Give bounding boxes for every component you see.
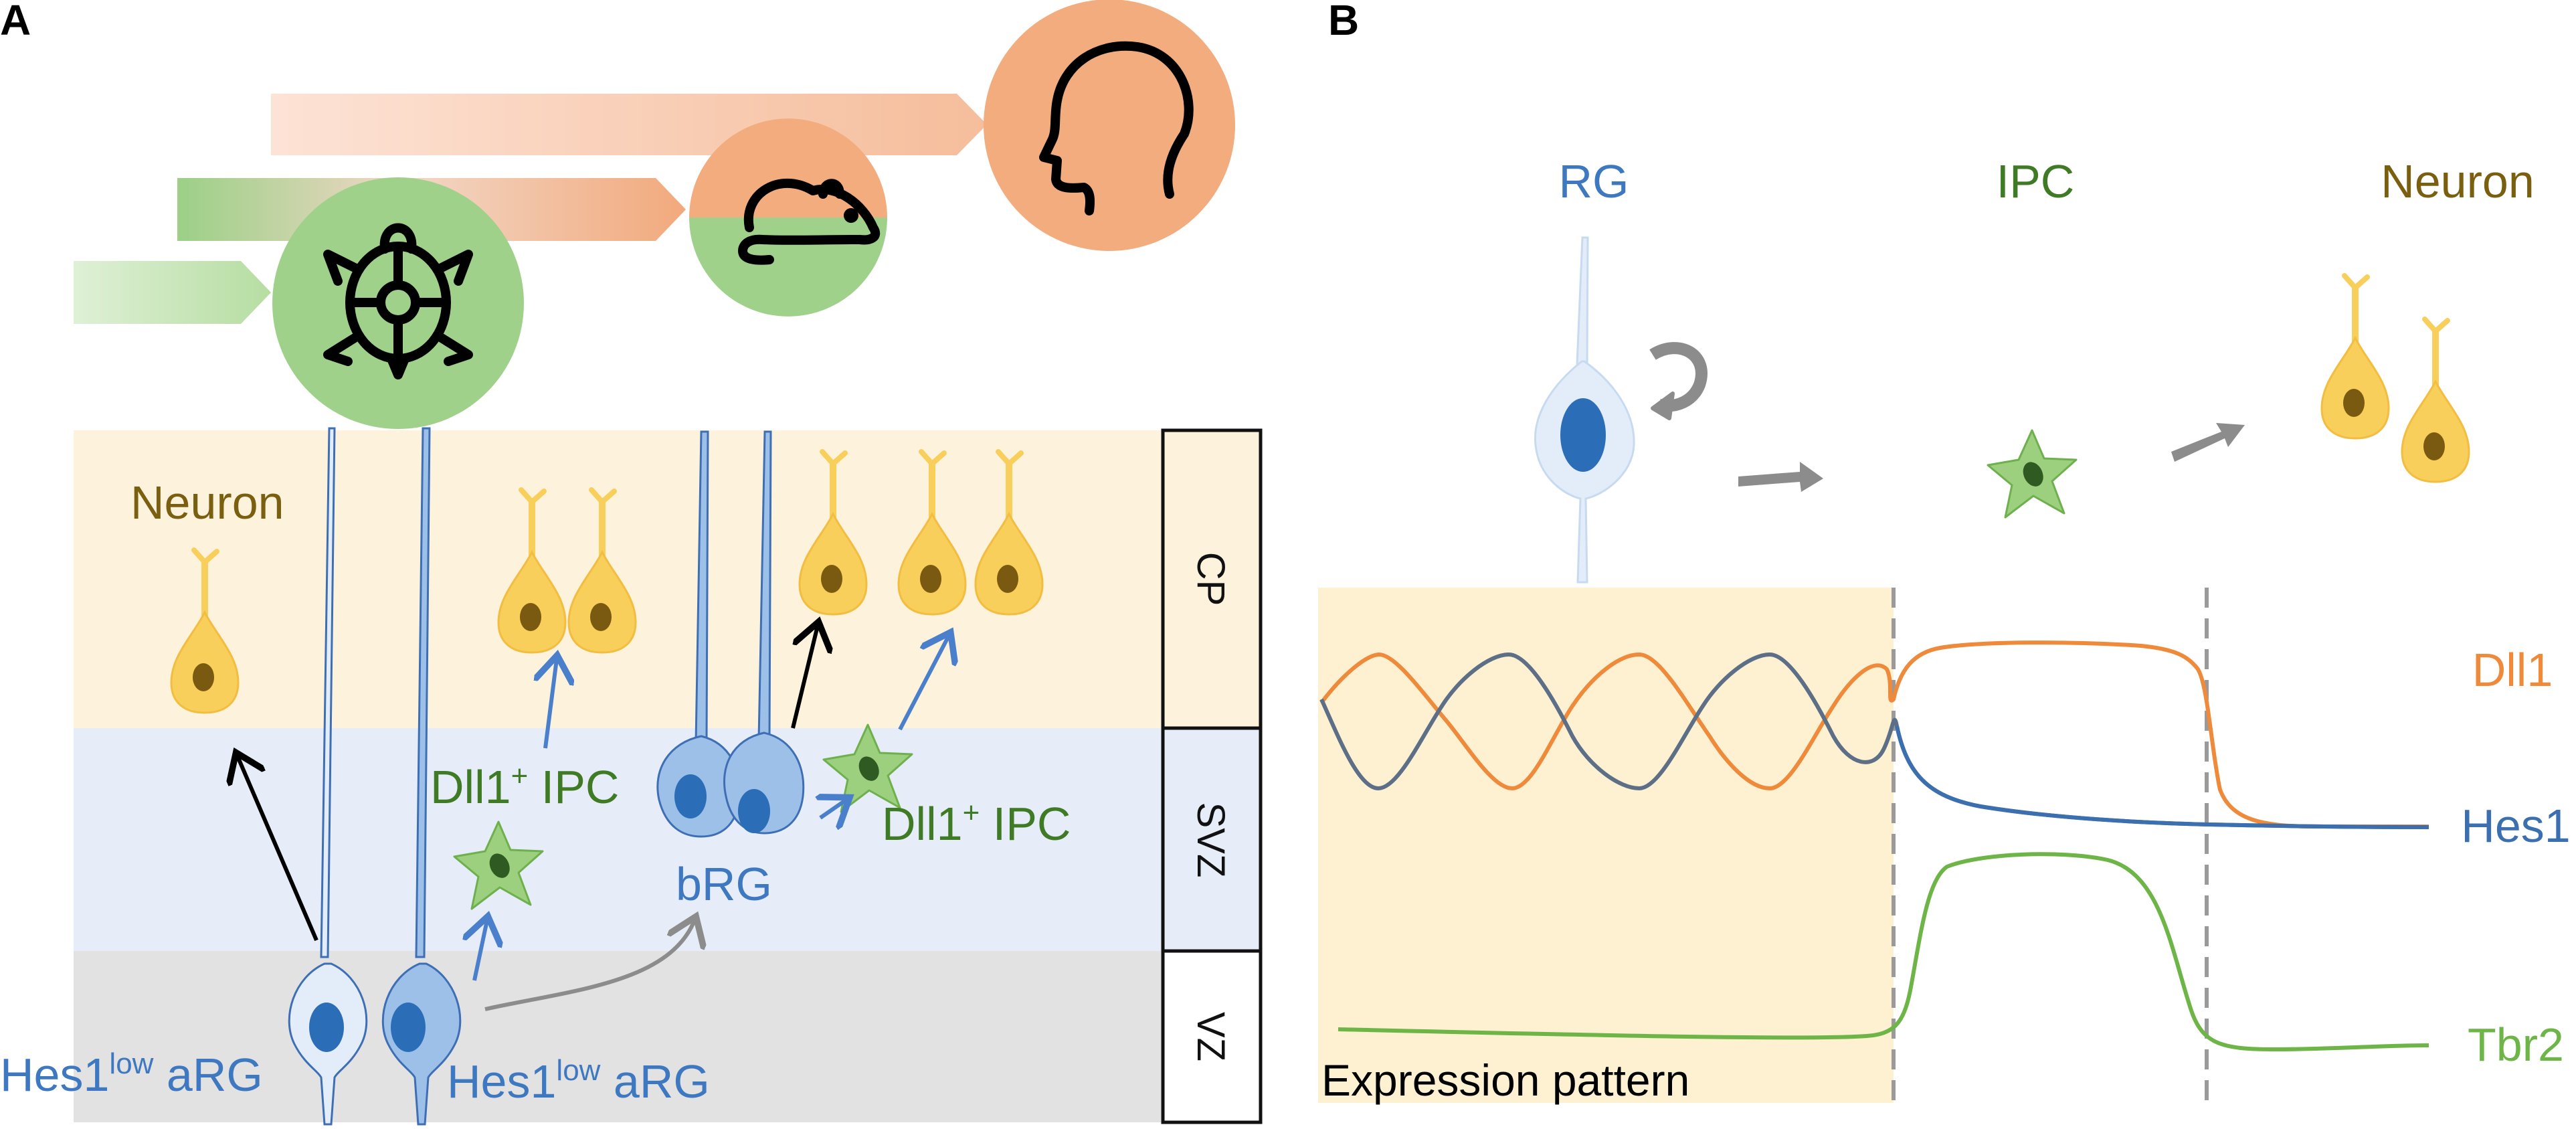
zone-label-svz: SVZ [1189, 802, 1232, 878]
turtle-icon [323, 223, 473, 379]
arg-label-1: Hes1low aRG [0, 1047, 263, 1101]
gene-label-tbr2: Tbr2 [2468, 1019, 2564, 1071]
vz-box [1161, 949, 1263, 1124]
turtle-lineage-arrow [74, 261, 271, 324]
arg-cell-light [288, 427, 368, 1126]
self-renew-arrow [1649, 342, 1708, 412]
stage-label-neuron: Neuron [2381, 155, 2535, 207]
tbr2-curve [1338, 852, 2429, 1052]
progression-arrows [1738, 423, 2245, 492]
zone-label-vz: VZ [1189, 1012, 1232, 1061]
species-human [984, 0, 1235, 251]
gene-label-hes1: Hes1 [2461, 800, 2570, 852]
brg-label: bRG [676, 858, 772, 910]
panel-a-letter: A [0, 0, 31, 44]
ipc-cell-b [1987, 429, 2078, 519]
species-mouse [689, 118, 887, 317]
lineage-arrows [238, 626, 949, 1011]
self-renew-arrowhead [1651, 392, 1675, 420]
gene-label-dll1: Dll1 [2472, 644, 2553, 696]
zone-label-cp: CP [1189, 552, 1232, 606]
dll1-curve [1319, 640, 2429, 829]
panel-b-letter: B [1328, 0, 1359, 44]
human-lineage-arrow [271, 94, 987, 155]
arg-cell-blue [381, 427, 462, 1126]
ipc-label-2: Dll1+ IPC [882, 796, 1071, 850]
rg-cell [1534, 236, 1635, 584]
mouse-icon [738, 179, 881, 265]
brg-cell-1 [656, 430, 741, 838]
arg-label-2: Hes1low aRG [447, 1054, 710, 1108]
cp-box [1161, 428, 1263, 730]
ipc-label-1: Dll1+ IPC [430, 760, 619, 813]
expression-pattern-label: Expression pattern [1321, 1055, 1689, 1105]
hes1-curve-tail [1895, 725, 2429, 829]
neuron-label: Neuron [130, 476, 284, 529]
zone-labels: CP SVZ VZ [1161, 428, 1263, 1124]
expression-background [1318, 588, 1894, 1103]
panel-a: A [0, 0, 1263, 1126]
stage-label-rg: RG [1559, 155, 1629, 207]
panel-b: B RG IPC Neuron Dll1 [1318, 0, 2571, 1105]
species-turtle [272, 177, 524, 429]
svz-box [1161, 726, 1263, 953]
neuron-cell-b [2402, 319, 2469, 482]
human-head-icon [1039, 41, 1194, 215]
brg-cell-2 [723, 430, 805, 835]
stage-label-ipc: IPC [1997, 155, 2075, 207]
neuron-cell-b [2322, 276, 2389, 438]
